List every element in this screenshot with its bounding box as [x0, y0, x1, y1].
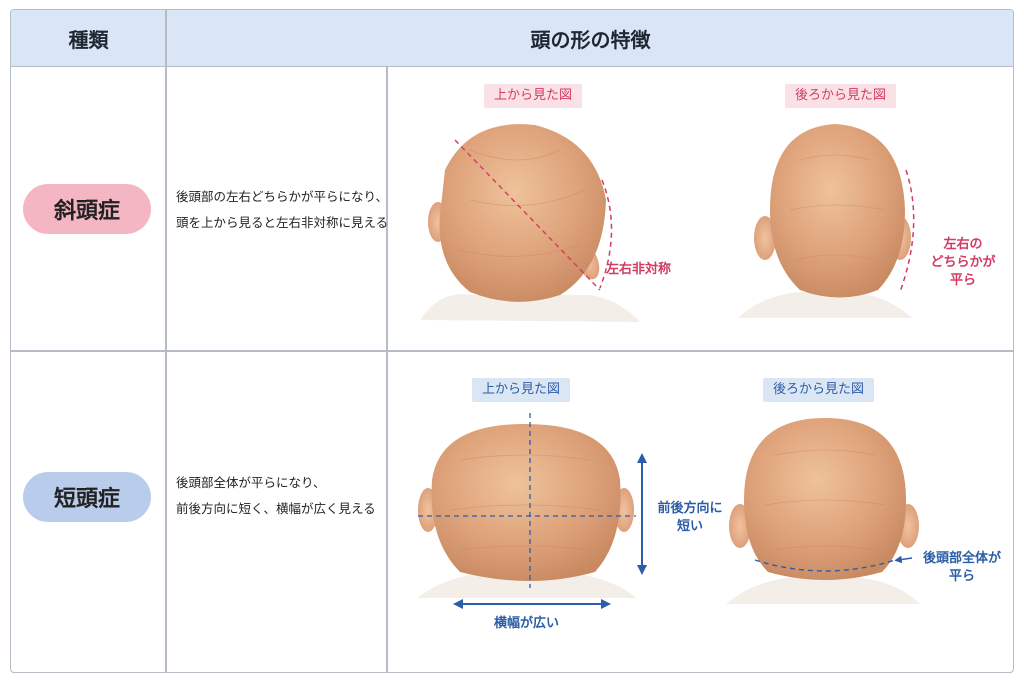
annotation-asymmetric: 左右非対称 [606, 262, 672, 277]
annotation-line: 後頭部全体が [922, 551, 1001, 566]
view-label-back: 後ろから見た図 [763, 378, 875, 402]
comparison-table: 種類 頭の形の特徴 斜頭症 後頭部の左右どちらかが平らになり、 頭を上から見ると… [10, 9, 1014, 673]
header-type: 種類 [68, 27, 109, 52]
header-features: 頭の形の特徴 [530, 27, 651, 52]
view-label-back: 後ろから見た図 [785, 84, 897, 108]
brachycephaly-back-view [726, 418, 920, 604]
type-pill-brachycephaly: 短頭症 [23, 472, 151, 522]
annotation-line: 平ら [948, 569, 975, 584]
description-line: 前後方向に短く、横幅が広く見える [176, 501, 376, 516]
annotation-line: 左右の [943, 237, 983, 252]
description-line: 頭を上から見ると左右非対称に見える [176, 215, 389, 230]
annotation-wide: 横幅が広い [494, 616, 560, 631]
description-plagiocephaly: 後頭部の左右どちらかが平らになり、 頭を上から見ると左右非対称に見える [176, 184, 388, 236]
description-brachycephaly: 後頭部全体が平らになり、 前後方向に短く、横幅が広く見える [176, 470, 376, 522]
annotation-back-flat: 後頭部全体が 平ら [916, 550, 1008, 586]
column-divider-1 [165, 10, 167, 672]
description-line: 後頭部の左右どちらかが平らになり、 [176, 189, 389, 204]
view-label-top: 上から見た図 [484, 84, 583, 108]
plagiocephaly-back-view [738, 124, 915, 318]
annotation-line: 短い [676, 519, 703, 534]
annotation-short-front-back: 前後方向に 短い [650, 500, 730, 536]
table-header: 種類 頭の形の特徴 [11, 10, 1013, 67]
type-pill-plagiocephaly: 斜頭症 [23, 184, 151, 234]
annotation-line: 平ら [949, 273, 976, 288]
annotation-line: どちらかが [930, 255, 996, 270]
brachycephaly-top-view [418, 413, 647, 609]
column-divider-2 [386, 66, 388, 672]
view-label-top: 上から見た図 [472, 378, 571, 402]
description-line: 後頭部全体が平らになり、 [176, 475, 326, 490]
row-divider [11, 350, 1013, 352]
plagiocephaly-top-view [420, 124, 640, 322]
annotation-one-side-flat: 左右の どちらかが 平ら [926, 236, 1000, 290]
annotation-line: 前後方向に [657, 501, 723, 516]
